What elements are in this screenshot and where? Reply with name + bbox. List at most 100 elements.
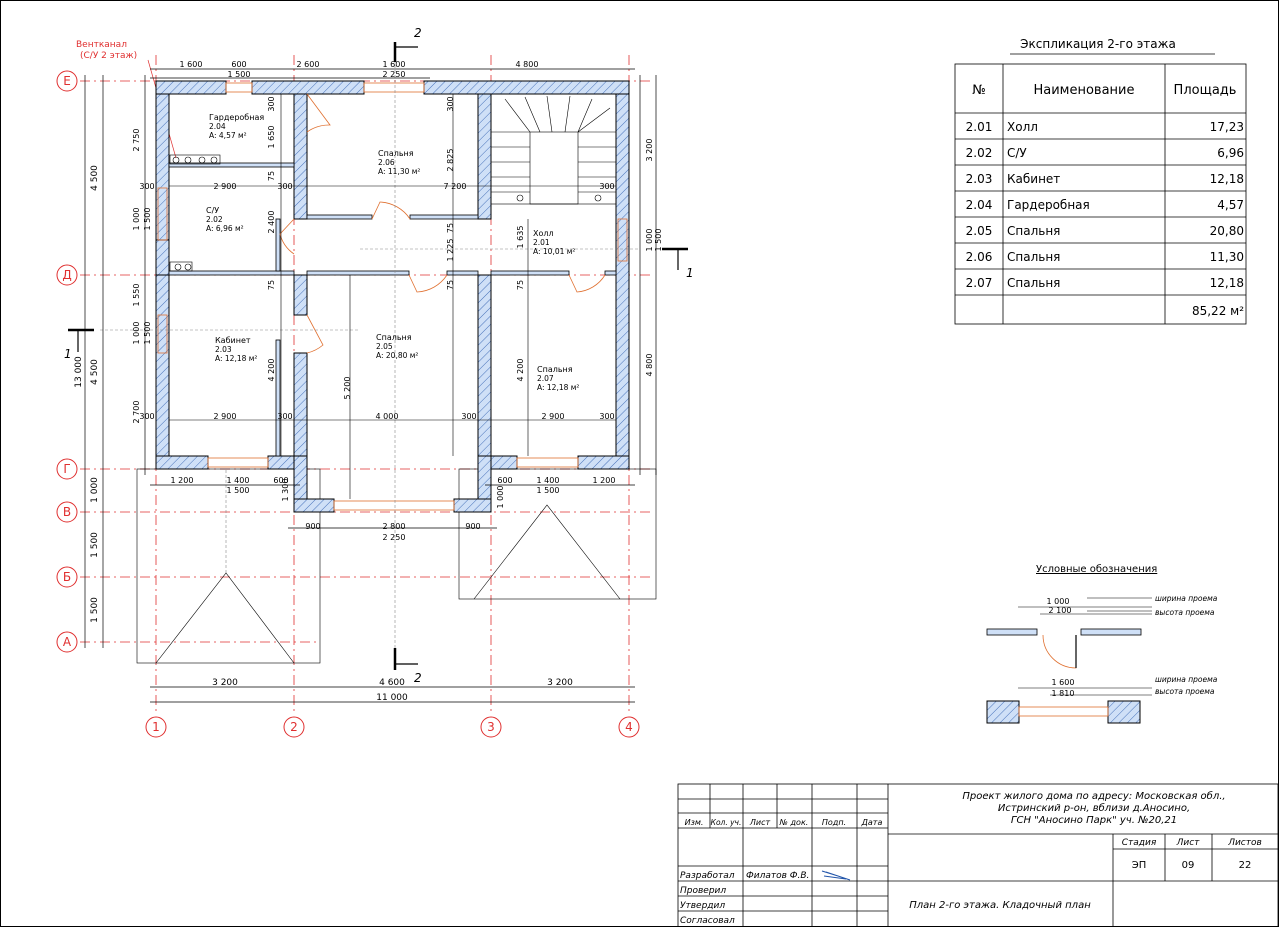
role-checker: Проверил [680, 886, 726, 896]
room-name-2.04: Гардеробная [209, 113, 264, 122]
dimension-label: 2 750 [132, 129, 141, 152]
dimension-label: 1 500 [228, 70, 251, 79]
dimension-label: 2 400 [267, 211, 276, 234]
dimension-label: ширина проема [1155, 675, 1218, 684]
dimension-label: 75 [267, 171, 276, 181]
dimension-label: 4 000 [376, 412, 399, 421]
room-name-2.05: Спальня [376, 333, 412, 342]
dimension-label: 600 [231, 60, 246, 69]
room-name-2.01: Холл [533, 229, 554, 238]
axis-label-3: 3 [487, 720, 495, 734]
sheet-value: 09 [1182, 860, 1195, 871]
title-block: Изм. Кол. уч. Лист № док. Подп. Дата Про… [677, 783, 1279, 928]
axis-label-2: 2 [290, 720, 298, 734]
stamp-col-kol: Кол. уч. [711, 818, 742, 827]
room-area-2.03: A: 12,18 м² [215, 354, 257, 363]
room-labels: Гардеробная 2.04 A: 4,57 м² Спальня 2.06… [206, 113, 579, 392]
dimension-label: 900 [465, 522, 480, 531]
dimension-label: 1 400 [537, 476, 560, 485]
room-num-2.02: 2.02 [206, 215, 223, 224]
dimension-label: 4 800 [645, 354, 654, 377]
dimension-label: 1 500 [143, 208, 152, 231]
dimension-label: 1 500 [654, 229, 663, 252]
table-cell: Холл [1007, 120, 1038, 134]
dimension-label: 1 000 [90, 477, 100, 503]
table-cell: 2.01 [966, 120, 993, 134]
col-header-num: № [972, 83, 986, 98]
explication-table: Экспликация 2-го этажа № Наименование Пл… [954, 37, 1247, 325]
dimension-label: 2 900 [214, 412, 237, 421]
role-approver: Утвердил [680, 901, 725, 911]
room-num-2.06: 2.06 [378, 158, 395, 167]
table-cell: Спальня [1007, 250, 1060, 264]
dimension-label: 1 650 [267, 126, 276, 149]
table-cell: 2.04 [966, 198, 993, 212]
dimension-label: 11 000 [376, 693, 408, 703]
room-num-2.07: 2.07 [537, 374, 554, 383]
section-mark-2-top: 2 [414, 26, 422, 40]
stamp-col-doc: № док. [779, 818, 809, 827]
table-cell: Спальня [1007, 276, 1060, 290]
role-agreed: Согласовал [680, 916, 735, 926]
room-name-2.06: Спальня [378, 149, 414, 158]
dimension-label: 2 250 [383, 533, 406, 542]
dimension-label: 1 500 [143, 322, 152, 345]
dimension-label: 2 600 [297, 60, 320, 69]
room-num-2.05: 2.05 [376, 342, 393, 351]
dimension-label: 600 [273, 476, 288, 485]
dimension-label: 4 500 [90, 165, 100, 191]
table-cell: 12,18 [1210, 276, 1244, 290]
dimension-label: высота проема [1155, 687, 1215, 696]
dimension-label: 300 [277, 412, 292, 421]
dimension-label: 75 [446, 280, 455, 290]
section-mark-2-bottom: 2 [414, 671, 422, 685]
legend: Условные обозначения 1 000 2 100 ширина … [986, 564, 1218, 724]
dimension-label: 1 000 [645, 229, 654, 252]
dimension-label: 1 000 [132, 208, 141, 231]
walls [155, 80, 630, 513]
dimension-label: 1 635 [516, 226, 525, 249]
stamp-col-list: Лист [749, 818, 771, 827]
stamp-col-podp: Подп. [822, 818, 846, 827]
room-name-2.07: Спальня [537, 365, 573, 374]
col-header-area: Площадь [1174, 83, 1237, 98]
dimension-label: 300 [446, 96, 455, 111]
dimension-label: 4 500 [90, 359, 100, 385]
table-cell: 2.03 [966, 172, 993, 186]
stage-value: ЭП [1132, 860, 1147, 871]
dimension-label: 1 000 [132, 322, 141, 345]
table-cell: 2.05 [966, 224, 993, 238]
dimension-label: 4 600 [379, 678, 405, 688]
dimension-label: 4 800 [516, 60, 539, 69]
dimension-label: 1 500 [537, 486, 560, 495]
dimension-label: 3 200 [547, 678, 573, 688]
dimension-label: 1 200 [171, 476, 194, 485]
section-lines: 2 2 1 1 [64, 26, 694, 685]
dimension-label: 300 [461, 412, 476, 421]
dimension-label: 75 [516, 280, 525, 290]
sheet-title: План 2-го этажа. Кладочный план [909, 900, 1091, 911]
dimension-label: 1 225 [446, 239, 455, 262]
dimension-label: 75 [446, 223, 455, 233]
porch-roofs [136, 468, 657, 664]
explication-title: Экспликация 2-го этажа [1020, 37, 1176, 51]
room-name-2.03: Кабинет [215, 336, 251, 345]
dimension-label: 1 500 [227, 486, 250, 495]
dimension-label: 1 500 [90, 532, 100, 558]
stamp-col-date: Дата [861, 818, 883, 827]
room-num-2.03: 2.03 [215, 345, 232, 354]
axis-label-A: А [63, 635, 72, 649]
dimension-label: 2 900 [542, 412, 565, 421]
table-cell: Гардеробная [1007, 198, 1090, 212]
dimension-label: 2 800 [383, 522, 406, 531]
role-developer: Разработал [680, 871, 735, 881]
axis-label-1: 1 [152, 720, 160, 734]
room-area-2.06: A: 11,30 м² [378, 167, 420, 176]
dimension-label: 1 550 [132, 284, 141, 307]
signature [821, 870, 851, 881]
sheets-value: 22 [1239, 860, 1252, 871]
table-cell: 2.07 [966, 276, 993, 290]
dimension-label: 75 [267, 280, 276, 290]
axis-label-E: Е [63, 74, 71, 88]
doors [279, 93, 606, 354]
